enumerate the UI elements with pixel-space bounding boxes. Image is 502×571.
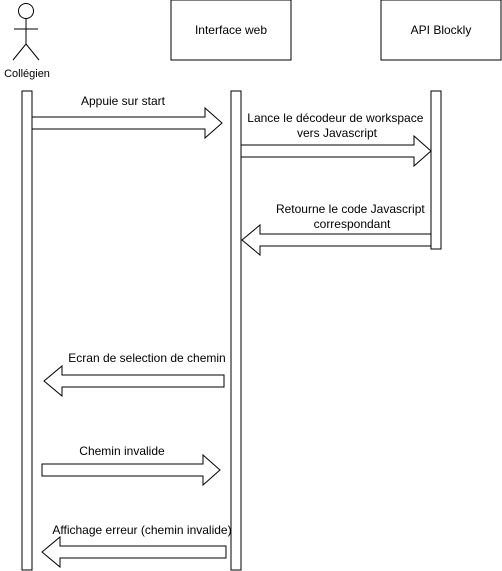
- message-label-line: Lance le décodeur de workspace: [247, 111, 423, 125]
- participant-label: API Blockly: [411, 23, 472, 37]
- message-affichage-erreur: Affichage erreur (chemin invalide): [41, 523, 232, 569]
- actor-label: Collégien: [4, 68, 50, 80]
- arrow-right-icon: [31, 106, 223, 140]
- arrow-right-icon: [41, 453, 221, 487]
- arrow-left-icon: [241, 223, 432, 257]
- message-appuie-start: Appuie sur start: [31, 94, 223, 140]
- message-label: Lance le décodeur de workspace vers Java…: [247, 111, 426, 140]
- message-label: Chemin invalide: [79, 444, 165, 458]
- message-ecran-selection: Ecran de selection de chemin: [43, 351, 226, 398]
- lifeline-collegien: [21, 90, 33, 571]
- lifeline-api-blockly: [430, 90, 442, 250]
- arrow-left-icon: [41, 535, 227, 569]
- message-label-line: Retourne le code Javascript: [276, 202, 425, 216]
- message-label: Appuie sur start: [81, 94, 166, 108]
- stick-figure-icon: [12, 3, 40, 61]
- message-label: Affichage erreur (chemin invalide): [52, 523, 231, 537]
- lifeline-interface-web: [230, 90, 242, 571]
- participant-label: Interface web: [195, 23, 267, 37]
- participant-api-blockly: API Blockly: [380, 0, 502, 61]
- participant-interface-web: Interface web: [170, 0, 292, 61]
- message-label: Retourne le code Javascript correspondan…: [276, 202, 428, 231]
- message-label: Ecran de selection de chemin: [68, 351, 225, 365]
- message-label-line: correspondant: [314, 217, 391, 231]
- message-label-line: vers Javascript: [297, 126, 378, 140]
- message-chemin-invalide: Chemin invalide: [41, 444, 221, 487]
- actor-collegien: Collégien: [4, 3, 50, 80]
- arrow-left-icon: [43, 364, 225, 398]
- message-lance-decodeur: Lance le décodeur de workspace vers Java…: [240, 111, 432, 168]
- message-retourne-code: Retourne le code Javascript correspondan…: [241, 202, 432, 257]
- arrow-right-icon: [240, 134, 432, 168]
